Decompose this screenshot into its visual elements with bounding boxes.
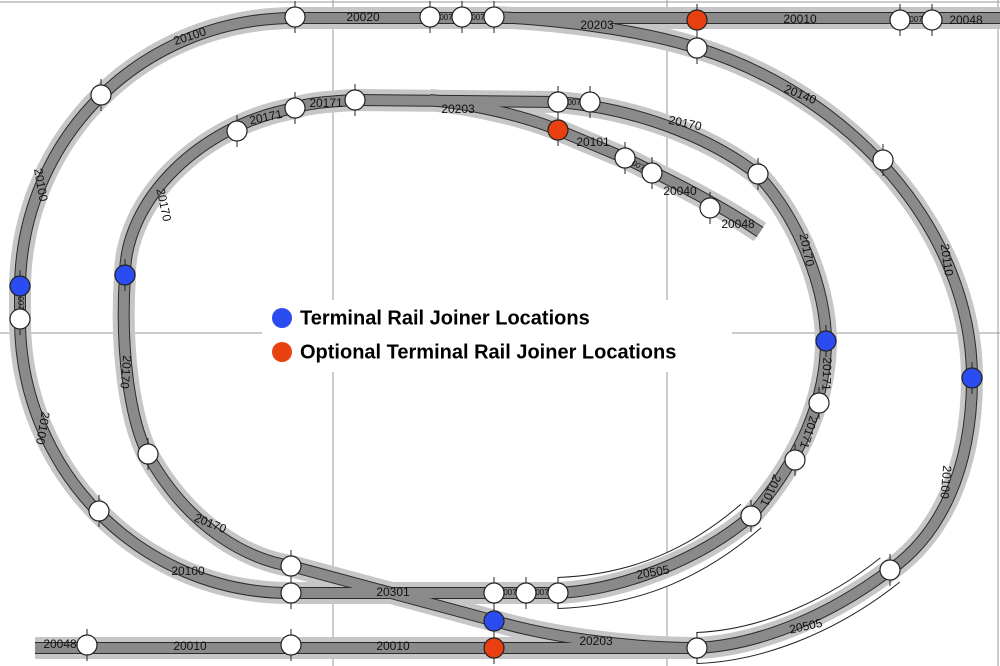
rail-joiner — [280, 634, 302, 656]
terminal-rail-joiner — [815, 330, 837, 352]
track-label: 20010 — [173, 639, 207, 653]
rail-joiner — [226, 120, 248, 142]
track-label: 20170 — [667, 113, 703, 134]
track-label: 007 — [471, 13, 485, 22]
track-label: 20100 — [937, 465, 954, 500]
track-label: 20048 — [43, 637, 77, 651]
rail-joiner — [515, 582, 537, 604]
rail-joiner — [740, 505, 762, 527]
track-label: 20171 — [309, 96, 343, 110]
track-label: 20171 — [248, 107, 284, 128]
track-section — [494, 12, 978, 653]
track-label: 20203 — [441, 102, 475, 116]
rail-joiner — [137, 443, 159, 465]
rail-joiner — [451, 6, 473, 28]
track-labels: 20020 007 007 20203 20010 007 20048 2010… — [16, 10, 983, 653]
track-label: 20010 — [783, 12, 817, 26]
rail-joiner — [921, 9, 943, 31]
rail-joiner — [344, 89, 366, 111]
track-label: 20100 — [33, 410, 53, 446]
track-label: 20010 — [376, 639, 410, 653]
rail-joiner — [419, 6, 441, 28]
rail-joiner — [547, 582, 569, 604]
track-label: 007 — [16, 296, 25, 310]
track-label: 007 — [535, 588, 549, 597]
legend-terminal-label: Terminal Rail Joiner Locations — [300, 307, 590, 329]
rail-joiner — [747, 163, 769, 185]
track-label: 20505 — [788, 616, 824, 637]
optional-terminal-rail-joiner — [686, 9, 708, 31]
track-label: 20505 — [635, 562, 671, 582]
rail-joiner — [872, 149, 894, 171]
track-label: 20100 — [31, 167, 51, 203]
track-label: 20100 — [171, 564, 205, 578]
terminal-rail-joiner — [114, 264, 136, 286]
legend-background — [262, 300, 732, 372]
rail-joiner — [641, 162, 663, 184]
track-label: 20101 — [576, 135, 610, 149]
track-label: 20170 — [117, 355, 134, 390]
track-label: 20203 — [580, 18, 614, 32]
track-label: 20203 — [579, 634, 613, 648]
rail-joiner — [579, 91, 601, 113]
rail-joiner — [88, 500, 110, 522]
track-label: 20171 — [819, 357, 834, 391]
rail-joiner — [284, 6, 306, 28]
rail-joiner — [686, 37, 708, 59]
rail-joiner — [614, 147, 636, 169]
track-label: 007 — [439, 13, 453, 22]
track-section — [117, 94, 698, 654]
rail-joiner — [889, 9, 911, 31]
rail-joiner — [483, 6, 505, 28]
rail-joiner — [699, 197, 721, 219]
track-label: 20110 — [938, 243, 956, 277]
track-label: 20301 — [376, 585, 410, 599]
terminal-rail-joiner — [9, 275, 31, 297]
track-label: 20020 — [346, 10, 380, 24]
rail-joiner — [547, 91, 569, 113]
rail-joiners — [9, 1, 983, 664]
rail-joiner — [808, 392, 830, 414]
optional-joiner-legend-dot — [272, 342, 292, 362]
legend-optional-label: Optional Terminal Rail Joiner Locations — [300, 341, 676, 363]
legend: Terminal Rail Joiner Locations Optional … — [262, 300, 732, 372]
rail-joiner — [284, 97, 306, 119]
rail-joiner — [76, 634, 98, 656]
track-section — [112, 89, 698, 659]
track-label: 20048 — [721, 217, 755, 231]
track-label: 20048 — [949, 13, 983, 27]
terminal-rail-joiner — [483, 610, 505, 632]
track-label: 007 — [567, 98, 581, 107]
rail-joiner — [879, 559, 901, 581]
rail-joiner — [784, 449, 806, 471]
optional-terminal-rail-joiner — [483, 637, 505, 659]
rail-joiner — [483, 582, 505, 604]
rail-joiner — [280, 582, 302, 604]
track-label: 007 — [503, 588, 517, 597]
track-label: 20170 — [796, 232, 817, 268]
track-label: 20170 — [153, 187, 174, 223]
track-label: 20040 — [663, 184, 697, 198]
optional-terminal-rail-joiner — [547, 119, 569, 141]
rail-joiner — [280, 555, 302, 577]
rail-joiner — [90, 84, 112, 106]
terminal-rail-joiner — [961, 367, 983, 389]
rail-joiner — [9, 308, 31, 330]
track-section — [118, 95, 698, 653]
terminal-joiner-legend-dot — [272, 308, 292, 328]
rail-joiner — [686, 637, 708, 659]
track-label: 007 — [909, 15, 923, 24]
